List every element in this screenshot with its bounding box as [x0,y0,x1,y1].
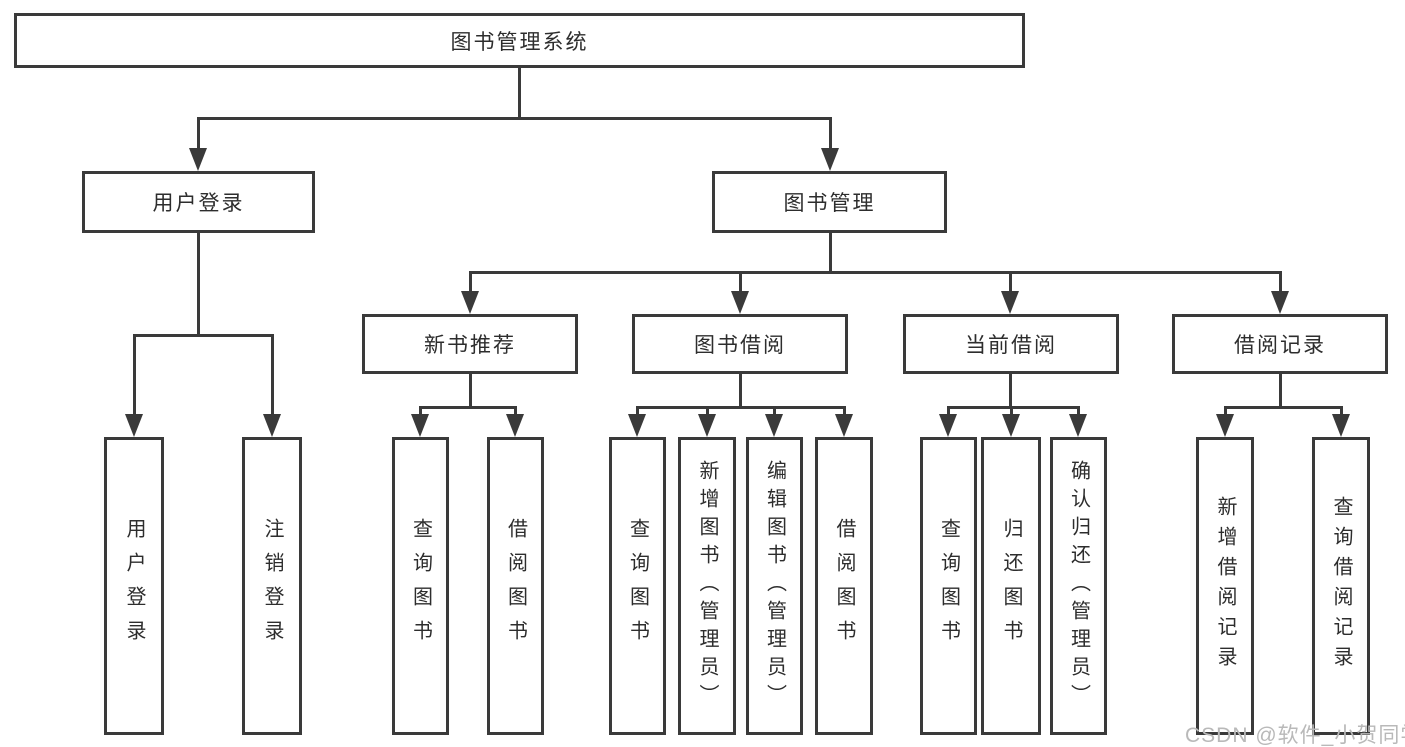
connector [419,406,422,418]
connector [469,374,472,409]
node-current-borrow: 当前借阅 [903,314,1119,374]
connector [419,406,517,409]
leaf-query-books-current: 查询图书 [920,437,977,735]
connector [739,374,742,409]
connector [947,406,1080,409]
connector [197,233,200,337]
connector [1077,406,1080,418]
leaf-label: 查询图书 [937,518,960,654]
node-user-login: 用户登录 [82,171,315,233]
arrowhead [628,414,646,437]
arrowhead [1001,291,1019,314]
leaf-label: 注销登录 [261,518,283,654]
node-book-borrow: 图书借阅 [632,314,848,374]
arrowhead [731,291,749,314]
arrowhead [1332,414,1350,437]
arrowhead [821,148,839,171]
leaf-logout-login: 注销登录 [242,437,302,735]
connector [773,406,776,418]
connector [514,406,517,418]
connector [469,271,1282,274]
connector [197,117,200,155]
arrowhead [1216,414,1234,437]
leaf-label: 确认归还（管理员） [1067,460,1090,712]
leaf-label: 用户登录 [123,518,145,654]
connector [706,406,709,418]
connector [197,117,832,120]
leaf-query-books-recommend: 查询图书 [392,437,449,735]
leaf-add-books-admin: 新增图书（管理员） [678,437,736,735]
leaf-borrow-books-recommend: 借阅图书 [487,437,544,735]
leaf-query-books-borrow: 查询图书 [609,437,666,735]
arrowhead [1271,291,1289,314]
leaf-label: 查询借阅记录 [1330,496,1352,676]
leaf-add-borrow-record: 新增借阅记录 [1196,437,1254,735]
connector [271,334,274,418]
leaf-return-books: 归还图书 [981,437,1041,735]
arrowhead [698,414,716,437]
connector [1009,271,1012,295]
arrowhead [506,414,524,437]
connector [469,271,472,295]
leaf-label: 借阅图书 [504,518,527,654]
connector [1010,406,1013,418]
connector [829,233,832,274]
connector [1340,406,1343,418]
connector [1279,271,1282,295]
connector [636,406,639,418]
arrowhead [461,291,479,314]
leaf-label: 借阅图书 [833,518,855,654]
connector [1224,406,1343,409]
csdn-watermark: CSDN @软件_小贺同学 [1185,724,1405,747]
leaf-confirm-return-admin: 确认归还（管理员） [1050,437,1107,735]
connector [1279,374,1282,409]
leaf-label: 编辑图书（管理员） [763,460,786,712]
connector [636,406,846,409]
leaf-label: 查询图书 [626,518,649,654]
arrowhead [263,414,281,437]
node-root: 图书管理系统 [14,13,1025,68]
arrowhead [835,414,853,437]
leaf-label: 新增图书（管理员） [696,460,718,712]
arrowhead [411,414,429,437]
connector [133,334,274,337]
leaf-borrow-books: 借阅图书 [815,437,873,735]
leaf-label: 归还图书 [1000,518,1022,654]
leaf-query-borrow-record: 查询借阅记录 [1312,437,1370,735]
arrowhead [939,414,957,437]
connector [843,406,846,418]
node-book-management: 图书管理 [712,171,947,233]
connector [1009,374,1012,409]
arrowhead [125,414,143,437]
connector [1224,406,1227,418]
connector [133,334,136,418]
connector [829,117,832,155]
arrowhead [1002,414,1020,437]
node-new-book-recommend: 新书推荐 [362,314,578,374]
leaf-label: 新增借阅记录 [1214,496,1236,676]
arrowhead [765,414,783,437]
arrowhead [1069,414,1087,437]
leaf-label: 查询图书 [409,518,432,654]
node-borrow-records: 借阅记录 [1172,314,1388,374]
leaf-user-login: 用户登录 [104,437,164,735]
leaf-edit-books-admin: 编辑图书（管理员） [746,437,803,735]
arrowhead [189,148,207,171]
connector [518,68,521,119]
connector [739,271,742,295]
connector [947,406,950,418]
